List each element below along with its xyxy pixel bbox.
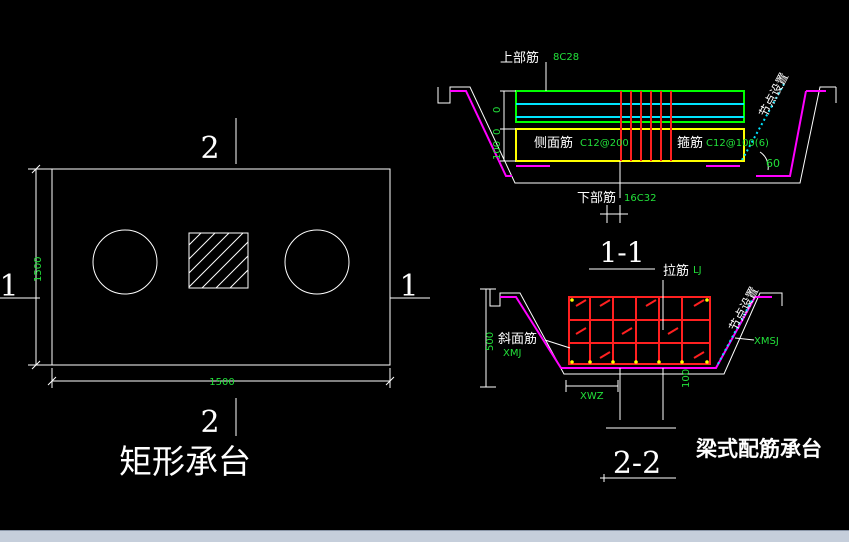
plan-title: 矩形承台 — [119, 442, 251, 481]
s11-stirrup-label: 箍筋 — [677, 135, 703, 151]
s11-dim-a: 0 — [492, 129, 503, 135]
s11-section-label: 1-1 — [599, 236, 644, 269]
plan-column-hatched — [188, 232, 249, 289]
plan-dim-width — [47, 368, 395, 388]
s11-dim-b: 100 — [492, 141, 503, 160]
plan-width-dim-text: 1500 — [209, 377, 234, 388]
s22-xmsj: XMSJ — [754, 336, 779, 347]
plan-dim-height — [28, 164, 52, 370]
s11-pile-outline — [450, 90, 512, 177]
s11-top-rebar-value: 8C28 — [553, 52, 579, 63]
plan-view: 1500 1500 2 2 1 1 矩形承台 — [0, 118, 430, 481]
s11-stirrups — [620, 91, 672, 161]
s22-node-setting: 节点设置 — [726, 284, 761, 333]
s22-slope-value: XMJ — [503, 348, 521, 359]
s22-tie-value: LJ — [693, 265, 702, 276]
plan-height-dim-text: 1500 — [33, 257, 44, 282]
plan-pile-right — [284, 229, 350, 295]
caption-beam-type-pile-cap: 梁式配筋承台 — [695, 437, 822, 461]
section-1-1: 0 0 100 上部筋 8C28 侧面筋 C12@200 箍筋 C12@100(… — [437, 50, 837, 270]
s11-angle: 60 — [766, 157, 780, 170]
s11-side-rebar-value: C12@200 — [580, 138, 629, 149]
s22-pile-outline — [500, 296, 772, 369]
s22-section-label: 2-2 — [613, 446, 661, 481]
plan-section-mark-top: 2 — [200, 131, 219, 166]
s11-stirrup-value: C12@100(6) — [706, 138, 769, 149]
plan-pile-left — [92, 229, 158, 295]
s22-slope-rebar — [717, 299, 753, 365]
s22-tie-bars — [575, 299, 705, 359]
plan-section-mark-right: 1 — [399, 269, 418, 304]
s11-bottom-rebar-label: 下部筋 — [577, 190, 616, 206]
s22-rebar-dots — [570, 298, 709, 364]
s11-side-rebar-label: 侧面筋 — [534, 135, 573, 151]
s11-dim-top: 0 — [492, 107, 503, 113]
s22-tie-label: 拉筋 — [663, 263, 689, 279]
s22-height-dim: 500 — [485, 332, 496, 351]
plan-section-mark-left: 1 — [0, 269, 19, 304]
s11-bottom-rebar-value: 16C32 — [624, 193, 656, 204]
s22-rebar-cage — [568, 296, 711, 365]
plan-section-mark-bottom: 2 — [200, 405, 219, 440]
s11-node-setting: 节点设置 — [756, 70, 791, 119]
s22-concrete-outline — [489, 289, 783, 375]
status-bar — [0, 530, 849, 542]
s22-xwz: XWZ — [580, 391, 604, 402]
s11-concrete-outline — [437, 86, 836, 184]
s11-top-rebar-label: 上部筋 — [500, 50, 539, 66]
s22-slope-label: 斜面筋 — [498, 331, 537, 347]
s22-dim-100: 100 — [681, 369, 692, 388]
plan-pile-cap-outline — [51, 168, 391, 366]
